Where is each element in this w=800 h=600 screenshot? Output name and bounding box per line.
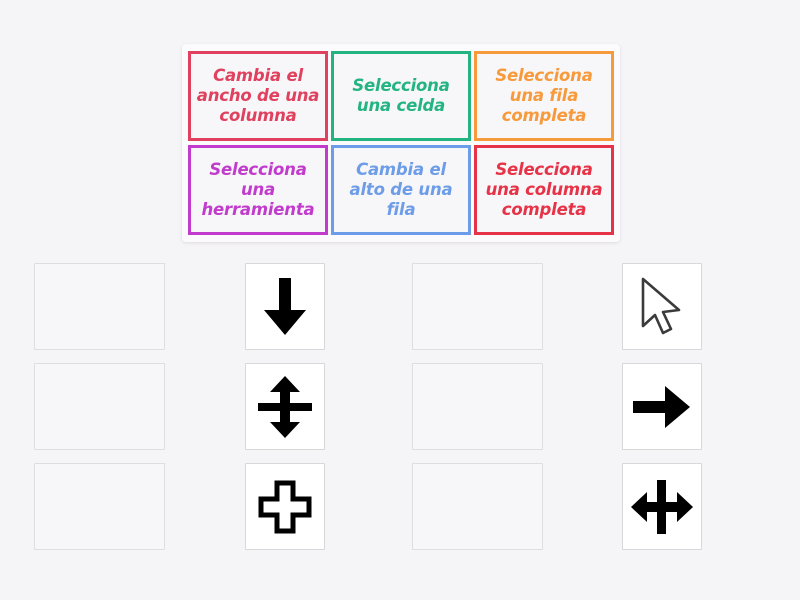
- drop-zone[interactable]: [412, 363, 543, 450]
- answer-row: [0, 358, 800, 458]
- word-card-text: Selecciona una herramienta: [201, 159, 315, 220]
- cell-select-cross-icon: [257, 479, 313, 535]
- word-card-cambia-alto-fila[interactable]: Cambia el alto de una fila: [331, 145, 471, 235]
- drop-zone[interactable]: [34, 263, 165, 350]
- word-card-text: Cambia el ancho de una columna: [196, 65, 320, 126]
- word-card-selecciona-fila-completa[interactable]: Selecciona una fila completa: [474, 51, 614, 141]
- icon-tile-column-resize[interactable]: [622, 463, 702, 550]
- icon-tile-cell-select-cross[interactable]: [245, 463, 325, 550]
- arrow-right-icon: [631, 380, 693, 434]
- word-card-text: Selecciona una celda: [352, 75, 450, 115]
- answer-grid: [0, 258, 800, 558]
- word-card-selecciona-herramienta[interactable]: Selecciona una herramienta: [188, 145, 328, 235]
- answer-row: [0, 458, 800, 558]
- icon-tile-arrow-right[interactable]: [622, 363, 702, 450]
- word-card-text: Selecciona una fila completa: [495, 65, 593, 126]
- word-card-selecciona-celda[interactable]: Selecciona una celda: [331, 51, 471, 141]
- column-resize-icon: [630, 477, 694, 537]
- label-bank-row: Selecciona una herramienta Cambia el alt…: [188, 145, 614, 235]
- word-card-text: Selecciona una columna completa: [485, 159, 603, 220]
- label-bank-row: Cambia el ancho de una columna Seleccion…: [188, 51, 614, 141]
- icon-tile-arrow-down[interactable]: [245, 263, 325, 350]
- answer-row: [0, 258, 800, 358]
- word-card-selecciona-columna-completa[interactable]: Selecciona una columna completa: [474, 145, 614, 235]
- word-card-text: Cambia el alto de una fila: [349, 159, 453, 220]
- word-card-cambia-ancho-columna[interactable]: Cambia el ancho de una columna: [188, 51, 328, 141]
- icon-tile-row-resize[interactable]: [245, 363, 325, 450]
- row-resize-icon: [255, 375, 315, 439]
- drop-zone[interactable]: [34, 463, 165, 550]
- mouse-pointer-icon: [637, 276, 687, 338]
- drop-zone[interactable]: [34, 363, 165, 450]
- arrow-down-icon: [258, 276, 312, 338]
- drop-zone[interactable]: [412, 263, 543, 350]
- icon-tile-mouse-pointer[interactable]: [622, 263, 702, 350]
- drop-zone[interactable]: [412, 463, 543, 550]
- label-bank-panel: Cambia el ancho de una columna Seleccion…: [182, 44, 620, 242]
